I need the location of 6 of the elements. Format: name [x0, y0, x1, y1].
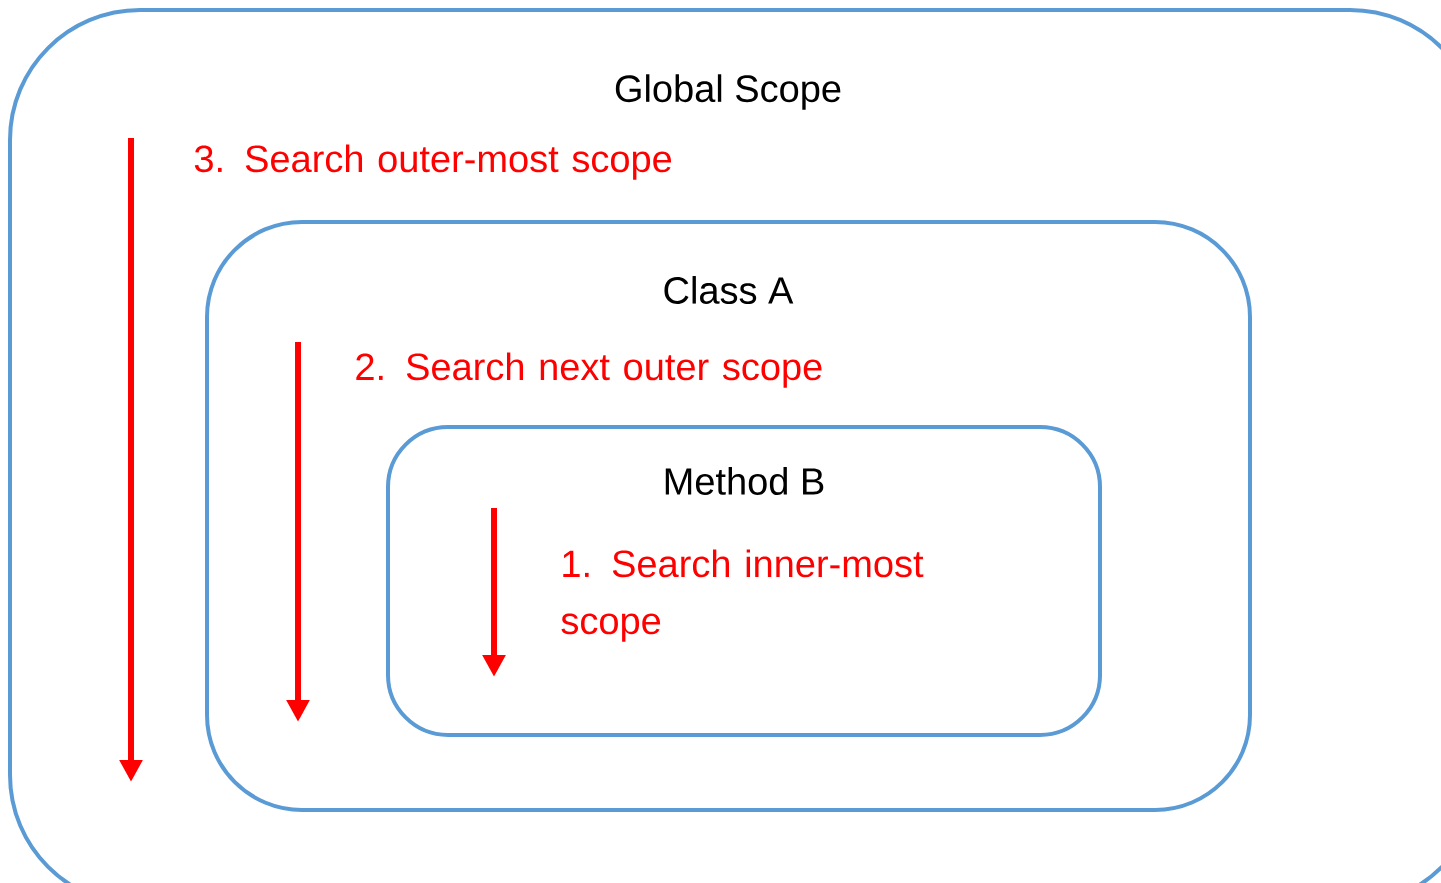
box-title: Class A [664, 276, 794, 304]
step-text: 3. Search outer-most scope [194, 144, 672, 180]
box-title: Method B [665, 467, 824, 495]
box-title: Global Scope [615, 74, 841, 110]
step-text: 2. Search next outer scope [356, 352, 822, 388]
step-text: 1. Search inner-most scope [561, 549, 924, 642]
